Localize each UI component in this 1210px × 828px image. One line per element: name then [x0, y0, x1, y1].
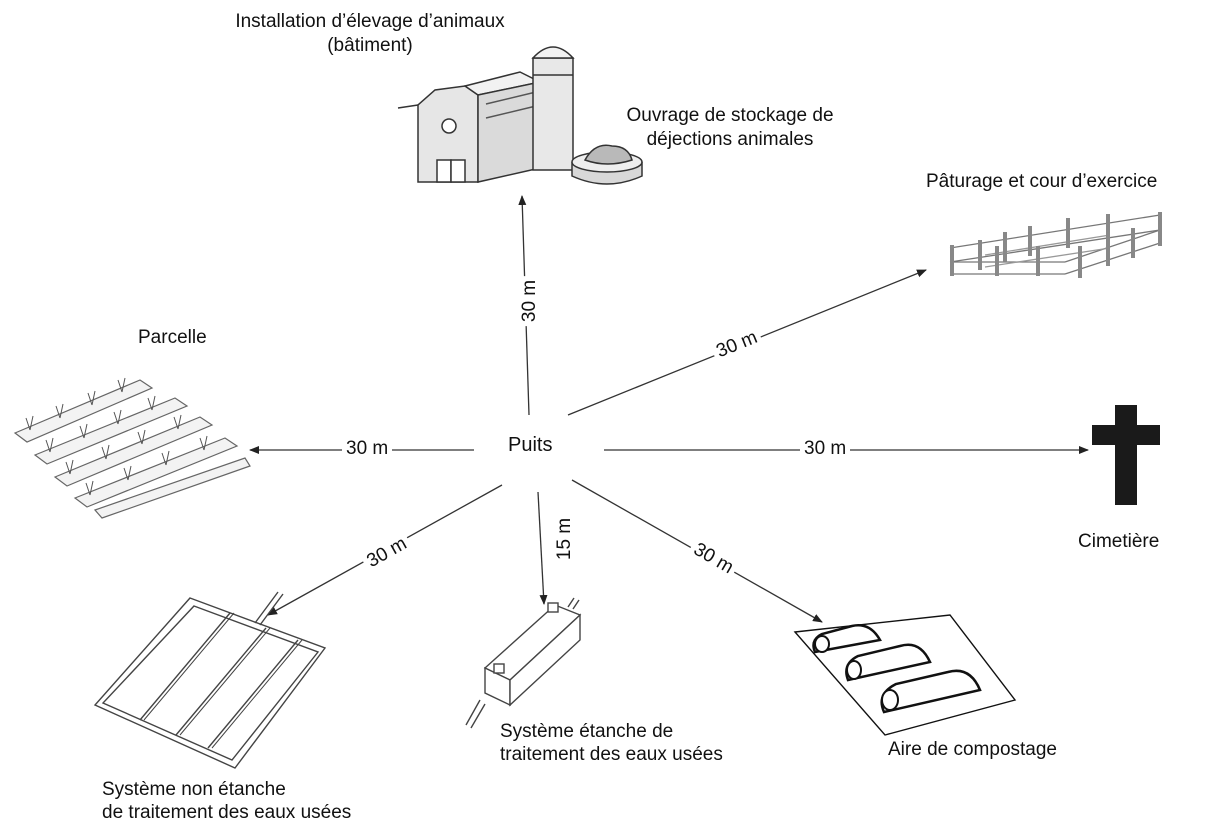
well-label: Puits [508, 434, 553, 456]
non-sealed-system-label: Système non étanche de traitement des ea… [102, 778, 351, 824]
cross-icon [1092, 405, 1160, 505]
distance-sealed-system: 15 m [554, 513, 577, 565]
cemetery-label: Cimetière [1078, 531, 1160, 552]
silo-icon [531, 46, 575, 171]
arrow-to-sealed-system [537, 491, 548, 605]
distance-building: 30 m [519, 275, 542, 327]
manure-storage-label: Ouvrage de stockage de déjections animal… [600, 104, 860, 152]
septic-tank-icon [465, 597, 582, 729]
sealed-system-label-line1: Système étanche de [500, 721, 674, 742]
building-label: Installation d’élevage d’animaux (bâtime… [190, 10, 550, 58]
manure-tank-icon [571, 144, 643, 185]
distance-cemetery: 30 m [800, 438, 851, 460]
building-label-line1: Installation d’élevage d’animaux [235, 11, 505, 32]
field-label: Parcelle [138, 327, 207, 348]
field-icon [13, 377, 251, 519]
drainfield-icon [93, 591, 327, 769]
sealed-system-label: Système étanche de traitement des eaux u… [500, 720, 723, 766]
manure-storage-label-line2: déjections animales [646, 129, 814, 150]
fence-icon [949, 212, 1162, 278]
barn-icon [397, 71, 543, 183]
pasture-label: Pâturage et cour d’exercice [926, 171, 1158, 192]
composting-label: Aire de compostage [888, 739, 1057, 760]
compost-windrows-icon [793, 614, 1017, 736]
distance-field: 30 m [342, 438, 393, 460]
non-sealed-system-label-line1: Système non étanche [102, 779, 286, 800]
building-label-line2: (bâtiment) [327, 35, 413, 56]
non-sealed-system-label-line2: de traitement des eaux usées [102, 802, 352, 823]
sealed-system-label-line2: traitement des eaux usées [500, 744, 723, 765]
manure-storage-label-line1: Ouvrage de stockage de [626, 105, 834, 126]
